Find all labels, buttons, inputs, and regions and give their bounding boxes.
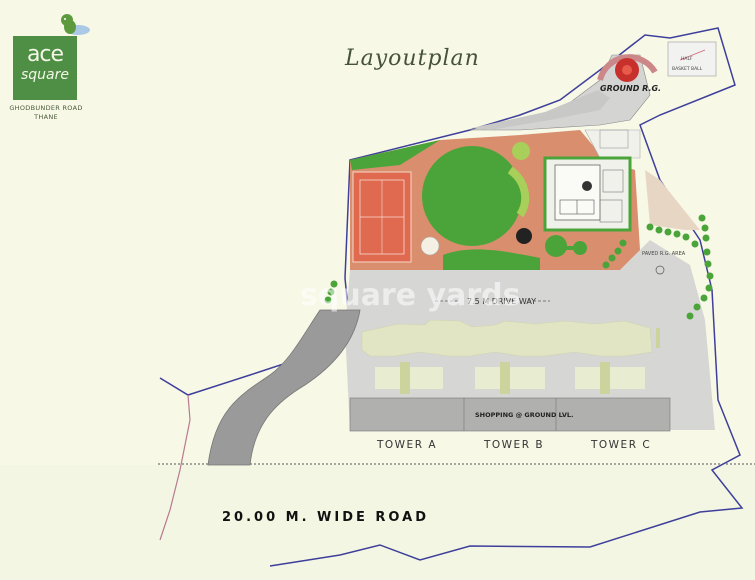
drive-way-label: 7.5 M DRIVE WAY	[467, 297, 536, 306]
entry-ramp	[207, 309, 361, 466]
tower-c-label: TOWER C	[590, 439, 651, 451]
shopping-label: SHOPPING @ GROUND LVL.	[475, 411, 574, 419]
ground-rg-label: GROUND R.G.	[600, 84, 661, 93]
half-basketball-court	[667, 41, 717, 77]
tagline-line1: GHODBUNDER ROAD	[9, 104, 83, 112]
shopping-block	[349, 397, 671, 432]
brand-logo: ace square	[13, 36, 77, 100]
page-title: Layoutplan	[345, 46, 480, 71]
brand-tagline: GHODBUNDER ROAD THANE	[4, 104, 88, 122]
brand-name-line2: square	[20, 67, 69, 83]
half-basketball-label-1: HALF	[681, 56, 693, 62]
ground-rg	[597, 54, 658, 82]
tower-a-label: TOWER A	[376, 439, 437, 451]
paved-rg-label: PAVED R.G. AREA	[642, 251, 686, 257]
tower-b-label: TOWER B	[483, 439, 544, 451]
paved-rg-area	[645, 170, 700, 230]
half-basketball-label-2: BASKET BALL	[672, 66, 703, 72]
brand-name-line1: ace	[26, 42, 64, 67]
podium-garden	[350, 129, 641, 270]
tree-line	[324, 214, 714, 320]
site-boundary	[159, 27, 744, 567]
left-boundary	[159, 394, 191, 541]
tower-podium-buildings	[361, 319, 653, 394]
wide-road	[0, 463, 755, 580]
side-structure	[656, 328, 660, 348]
bird-logo-icon	[61, 14, 90, 35]
central-lawn	[422, 146, 522, 246]
tagline-line2: THANE	[34, 113, 58, 121]
watermark: square yards	[300, 278, 520, 313]
road-label: 20.00 M. WIDE ROAD	[222, 510, 429, 525]
